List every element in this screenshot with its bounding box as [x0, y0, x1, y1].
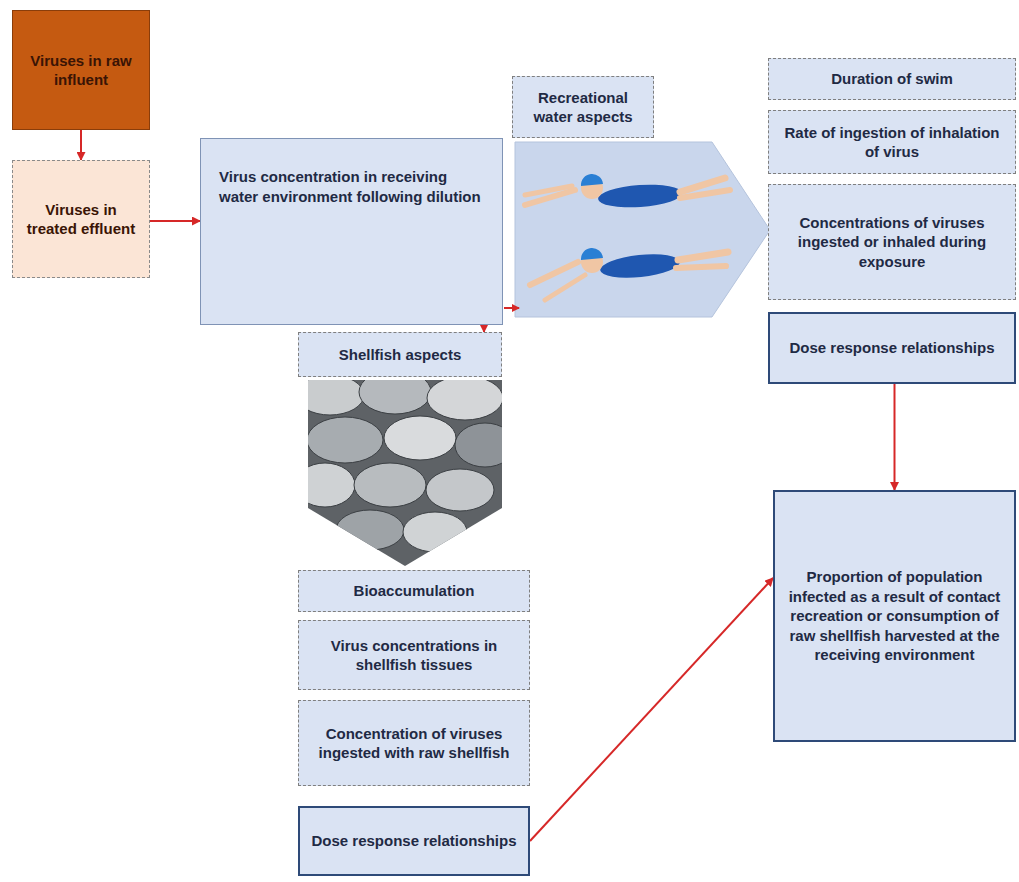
flow-arrow [530, 578, 773, 841]
box-text: Viruses in treated effluent [21, 200, 141, 239]
arrow-to-picture [504, 307, 519, 309]
factor-box: Rate of ingestion of inhalation of virus [768, 110, 1016, 174]
swimmer-picture [515, 142, 770, 317]
section-label: Recreational water aspects [512, 76, 654, 138]
box-text: Proportion of population infected as a r… [783, 567, 1006, 665]
box-text: Viruses in raw influent [21, 51, 141, 90]
process-box: Dose response relationships [298, 806, 530, 876]
swimmer-figure [525, 174, 730, 210]
process-box: Viruses in treated effluent [12, 160, 150, 278]
swimmer-figure [530, 248, 728, 300]
box-text: Virus concentrations in shellfish tissue… [307, 636, 521, 675]
factor-box: Virus concentrations in shellfish tissue… [298, 620, 530, 690]
factor-box: Concentrations of viruses ingested or in… [768, 184, 1016, 300]
box-text: Rate of ingestion of inhalation of virus [777, 123, 1007, 162]
factor-box: Duration of swim [768, 58, 1016, 100]
box-text: Concentrations of viruses ingested or in… [777, 213, 1007, 272]
box-text: Concentration of viruses ingested with r… [307, 724, 521, 763]
box-text: Recreational water aspects [521, 88, 645, 127]
section-label: Shellfish aspects [298, 332, 502, 377]
flow-arrow [80, 130, 82, 160]
flow-arrow [483, 325, 485, 332]
box-text: Dose response relationships [789, 338, 994, 358]
shellfish-picture [295, 370, 515, 575]
flow-arrow [894, 384, 896, 490]
factor-box: Concentration of viruses ingested with r… [298, 700, 530, 786]
factor-box: Bioaccumulation [298, 570, 530, 612]
box-text: Duration of swim [831, 69, 953, 89]
outcome-box: Proportion of population infected as a r… [773, 490, 1016, 742]
box-text: Shellfish aspects [339, 345, 462, 365]
box-text: Dose response relationships [311, 831, 516, 851]
box-text: Virus concentration in receiving water e… [219, 167, 484, 206]
process-box: Virus concentration in receiving water e… [200, 138, 503, 325]
flow-arrow [150, 220, 200, 222]
box-text: Bioaccumulation [354, 581, 475, 601]
process-box: Dose response relationships [768, 312, 1016, 384]
process-box: Viruses in raw influent [12, 10, 150, 130]
